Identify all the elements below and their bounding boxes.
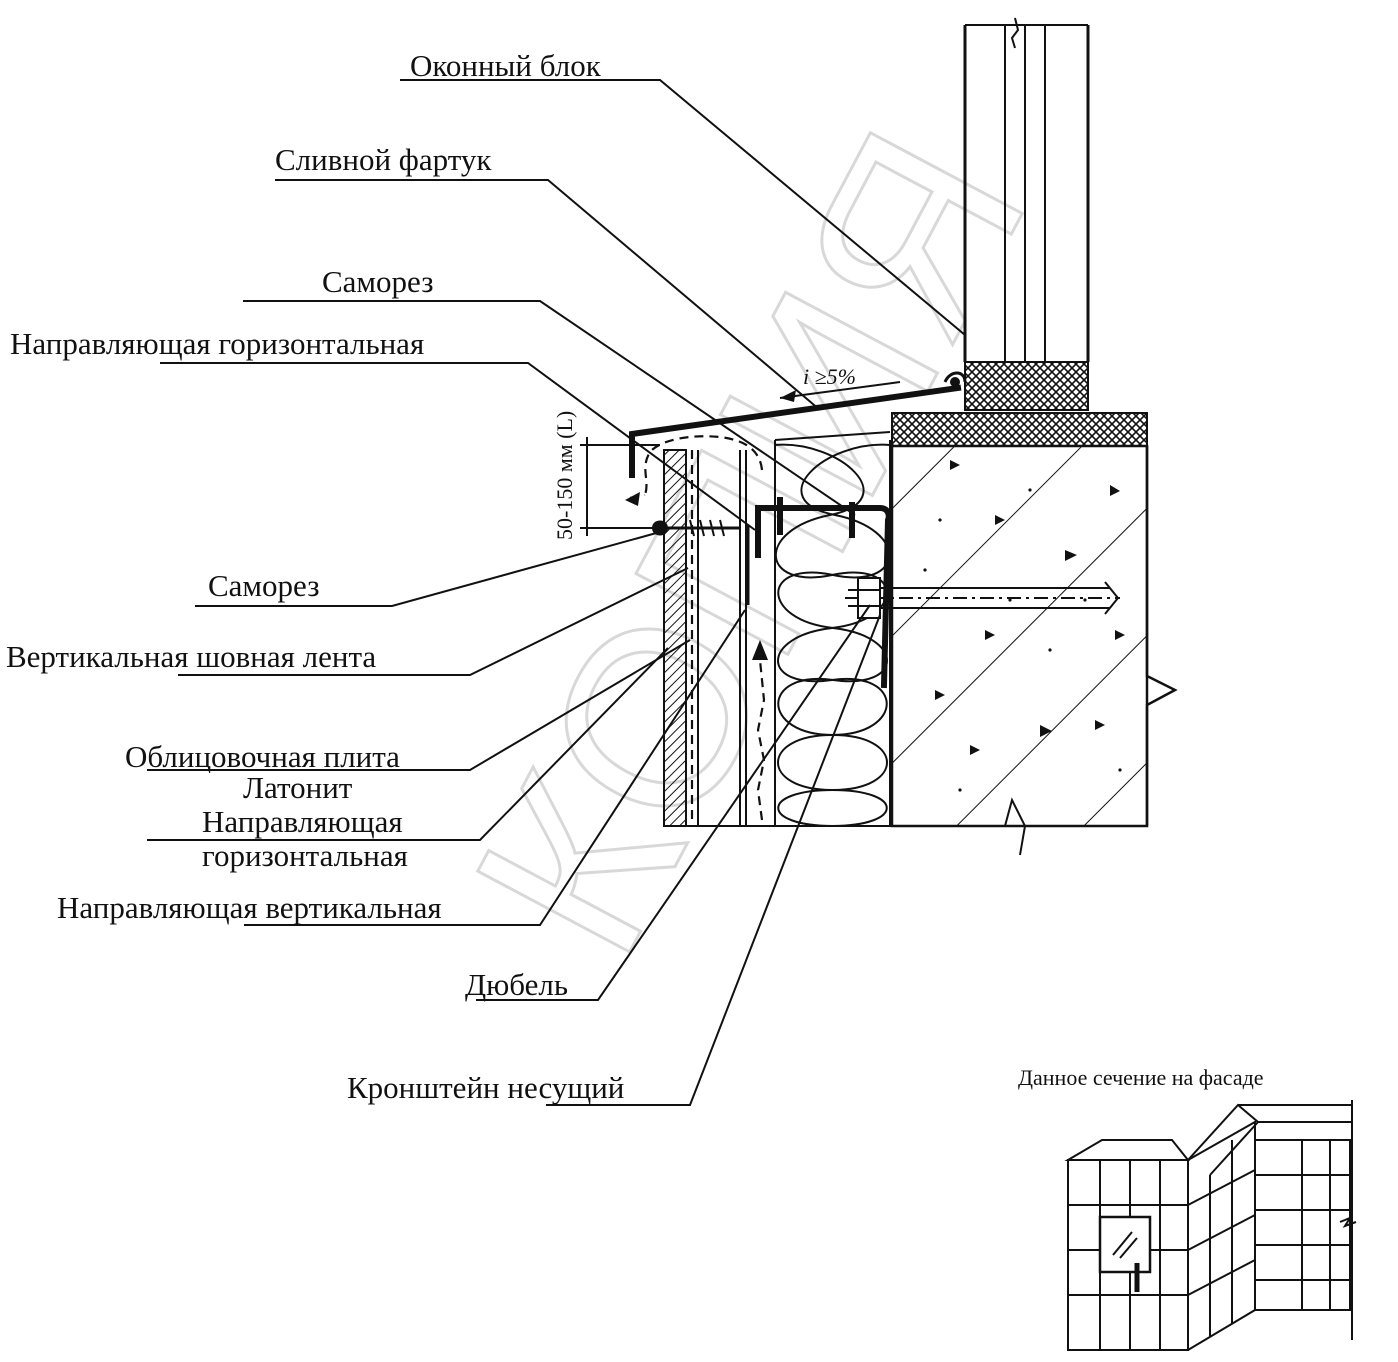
slope-arrow [779,381,901,402]
inset-window [1098,1215,1152,1274]
bracket-profile [746,497,892,689]
slope-label: i ≥5% [803,364,856,389]
drip-apron [629,384,962,478]
sill-band [891,412,1148,447]
cladding-plate [663,449,892,827]
label-guide-horizontal-bottom-2: горизонтальная [202,838,408,873]
label-guide-vertical: Направляющая вертикальная [57,890,442,925]
label-bracket: Кронштейн несущий [347,1070,624,1105]
label-screw-top: Саморез [322,264,433,299]
window-block [963,17,1090,411]
concrete-wall [890,444,1178,856]
dimension-label: 50-150 мм (L) [552,411,577,540]
label-dowel: Дюбель [465,967,568,1002]
label-guide-horizontal-top: Направляющая горизонтальная [10,326,424,361]
label-vertical-seam-tape: Вертикальная шовная лента [6,639,376,674]
dowel [845,577,1120,619]
leader-lines [147,79,966,1106]
inset-title: Данное сечение на фасаде [1018,1065,1264,1090]
label-cladding-plate: Облицовочная плита [125,739,400,774]
facade-inset: Данное сечение на фасаде [1018,1065,1357,1351]
air-flow-path [625,435,768,821]
label-window-block: Оконный блок [410,48,602,83]
screw [652,519,740,537]
label-latonit: Латонит [243,770,353,805]
aggregate-marks [923,460,1125,792]
dimension-line [580,437,660,536]
label-guide-horizontal-bottom-1: Направляющая [202,804,403,839]
label-screw-bottom: Саморез [208,568,319,603]
vertical-guide [739,450,747,826]
label-drip-apron: Сливной фартук [275,142,492,177]
